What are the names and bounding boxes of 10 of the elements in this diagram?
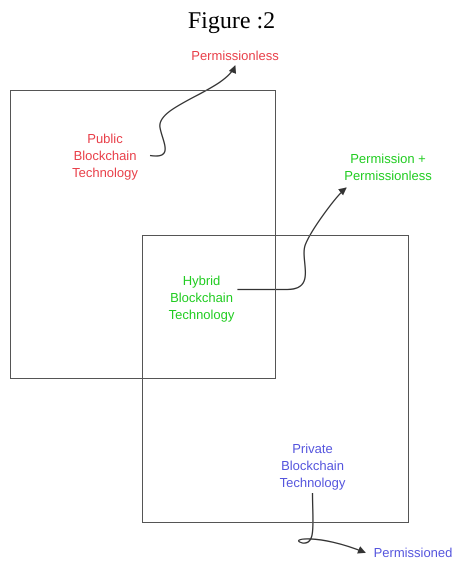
text-label: Permissionless <box>185 47 285 64</box>
box-label: Private Blockchain Technology <box>265 440 360 491</box>
text-label: Hybrid Blockchain Technology <box>151 272 278 323</box>
figure-title: Figure :2 <box>186 8 276 35</box>
text-label: Permission + Permissionless <box>338 150 438 184</box>
curved-arrow <box>150 65 236 157</box>
curved-arrow <box>237 187 347 290</box>
curved-arrow <box>298 493 366 554</box>
box-label: Public Blockchain Technology <box>55 130 155 181</box>
text-label: Permissioned <box>363 544 463 561</box>
